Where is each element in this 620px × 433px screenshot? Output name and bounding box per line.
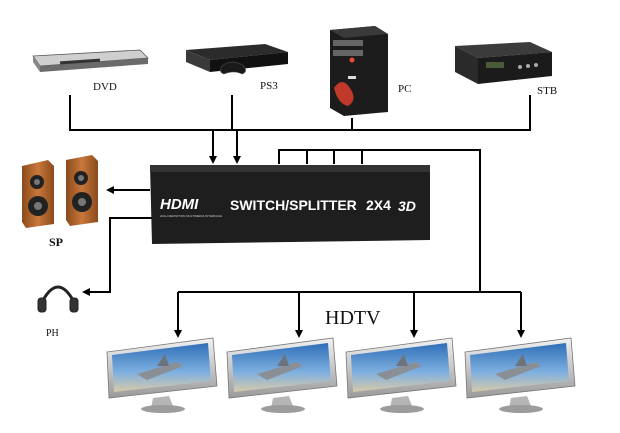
headphones-icon	[37, 285, 79, 313]
source-label-ps3: PS3	[260, 80, 278, 92]
hdtv-monitor-1	[106, 337, 218, 413]
ps3-console-icon	[186, 44, 288, 75]
device-3d-badge: 3D	[398, 198, 416, 214]
hdmi-logo-subtitle: HIGH DEFINITION MULTIMEDIA INTERFACE	[160, 214, 222, 218]
audio-label-sp: SP	[49, 235, 63, 249]
source-label-stb: STB	[537, 85, 557, 97]
hdtv-monitor-2	[226, 337, 338, 413]
hdmi-switch-splitter: HDMI HIGH DEFINITION MULTIMEDIA INTERFAC…	[150, 165, 430, 244]
audio-label-ph: PH	[46, 328, 59, 339]
device-model: 2X4	[366, 197, 391, 213]
hdtv-monitor-4	[464, 337, 576, 413]
hdtv-label: HDTV	[325, 307, 381, 329]
hdmi-logo-text: HDMI	[160, 196, 199, 213]
set-top-box-icon	[455, 42, 552, 84]
input-wiring	[69, 95, 531, 131]
audio-wiring	[82, 186, 152, 296]
device-title: SWITCH/SPLITTER	[230, 197, 357, 213]
output-wiring	[178, 149, 521, 293]
dvd-player-icon	[32, 49, 149, 72]
hdtv-monitor-3	[345, 337, 457, 413]
tv-arrows	[174, 292, 525, 338]
source-label-pc: PC	[398, 83, 411, 95]
hdtv-monitors	[106, 337, 576, 413]
input-arrows	[209, 130, 241, 164]
speakers-icon	[22, 155, 98, 228]
pc-tower-icon	[330, 26, 388, 116]
source-label-dvd: DVD	[93, 81, 117, 93]
